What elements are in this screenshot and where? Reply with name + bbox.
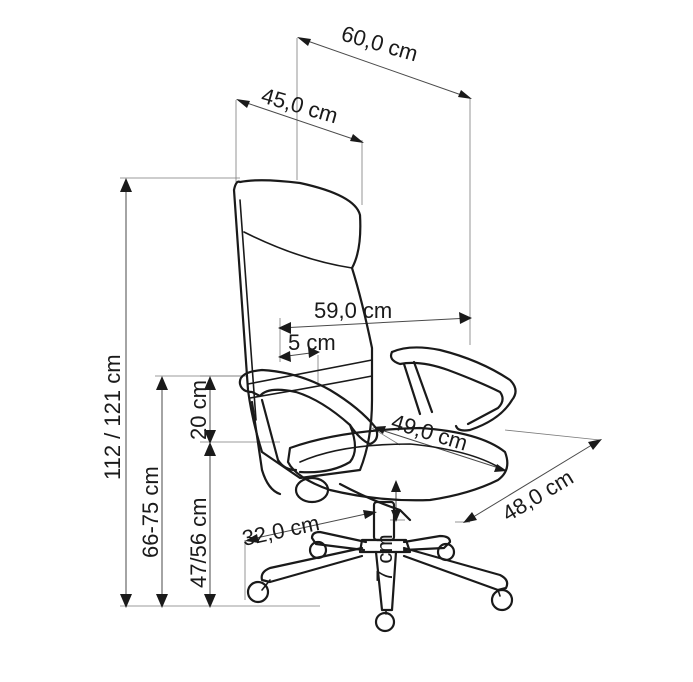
chair-illustration bbox=[232, 179, 517, 633]
label-arm-height: 66-75 cm bbox=[138, 466, 163, 558]
label-cylinder: 7 cm bbox=[372, 534, 397, 582]
label-total-height: 112 / 121 cm bbox=[100, 354, 125, 480]
label-arm-span: 59,0 cm bbox=[314, 298, 392, 323]
label-seat-width: 32,0 cm bbox=[240, 510, 322, 551]
dimension-lines bbox=[120, 37, 602, 608]
label-seat-depth: 49,0 cm bbox=[389, 409, 471, 456]
label-top-depth: 60,0 cm bbox=[339, 21, 421, 67]
dimension-labels: 60,0 cm 45,0 cm 59,0 cm 5 cm 49,0 cm 48,… bbox=[100, 21, 578, 588]
label-top-width: 45,0 cm bbox=[259, 83, 341, 129]
label-arm-above-seat: 20 cm bbox=[186, 380, 211, 440]
label-arm-inset: 5 cm bbox=[288, 330, 336, 355]
label-seat-height: 47/56 cm bbox=[186, 498, 211, 589]
